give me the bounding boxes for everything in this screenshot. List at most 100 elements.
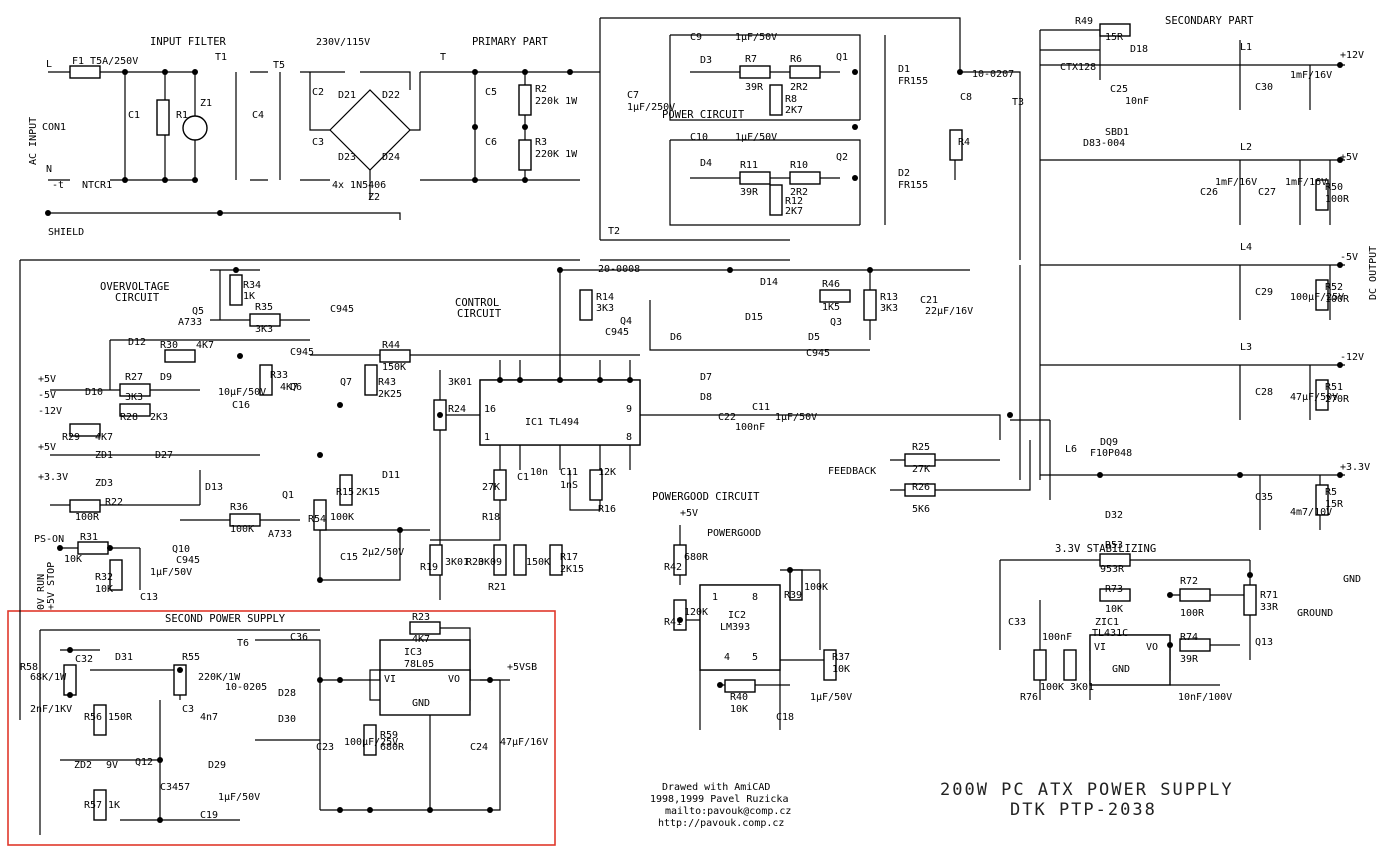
lbl-z2: Z2: [368, 192, 380, 203]
lbl-r35: R35: [255, 302, 273, 313]
lbl-r17v: 2K15: [560, 564, 584, 575]
lbl-r28v: 2K3: [150, 412, 168, 423]
lbl-r21: R21: [488, 582, 506, 593]
lbl-r43v: 2K25: [378, 389, 402, 400]
lbl-c25v: 10nF: [1125, 96, 1149, 107]
lbl-c21: C21: [920, 295, 938, 306]
lbl-ic3-vo: VO: [448, 674, 460, 685]
lbl-d23: D23: [338, 152, 356, 163]
lbl-d32: D32: [1105, 510, 1123, 521]
lbl-r18v: 27K: [482, 482, 500, 493]
lbl-r12: R12: [785, 196, 803, 207]
lbl-c6: C6: [485, 137, 497, 148]
lbl-q1b: Q1: [282, 490, 294, 501]
lbl-ic2: IC2: [728, 610, 746, 621]
lbl-zd3: ZD3: [95, 478, 113, 489]
lbl-c36: C36: [290, 632, 308, 643]
lbl-q2: Q2: [836, 152, 848, 163]
title-line-1: 200W PC ATX POWER SUPPLY: [940, 780, 1234, 800]
lbl-d1v: FR155: [898, 76, 928, 87]
out-minus5: -5V: [1340, 252, 1358, 263]
section-control-1: CONTROL: [455, 297, 499, 309]
lbl-f1: F1 T5A/250V: [72, 56, 138, 67]
lbl-r20: R20: [466, 557, 484, 568]
lbl-r13: R13: [880, 292, 898, 303]
lbl-c9v: 1µF/50V: [735, 32, 777, 43]
lbl-r36v: 100K: [230, 524, 254, 535]
lbl-t5: T5: [273, 60, 285, 71]
lbl-c9: C9: [690, 32, 702, 43]
lbl-r37v: 10K: [832, 664, 850, 675]
lbl-r50: R50: [1325, 182, 1343, 193]
components: [63, 23, 1329, 821]
lbl-c7v: 1µF/250V: [627, 102, 675, 113]
junctions: [45, 62, 1343, 823]
lbl-r37: R37: [832, 652, 850, 663]
lbl-r32: R32: [95, 572, 113, 583]
lbl-N: N: [46, 164, 52, 175]
lbl-c28: C28: [1255, 387, 1273, 398]
lbl-r7: R7: [745, 54, 757, 65]
lbl-c13v: 1µF/50V: [150, 567, 192, 578]
lbl-r51: R51: [1325, 382, 1343, 393]
lbl-c15: C15: [340, 552, 358, 563]
lbl-q10: Q10: [172, 544, 190, 555]
lbl-r36: R36: [230, 502, 248, 513]
lbl-d30: D30: [278, 714, 296, 725]
lbl-r14: R14: [596, 292, 614, 303]
lbl-c11bv: 1µF/50V: [775, 412, 817, 423]
lbl-r26: R26: [912, 482, 930, 493]
lbl-ic3-gnd: GND: [412, 698, 430, 709]
lbl-d15: D15: [745, 312, 763, 323]
lbl-r5: R5: [1325, 487, 1337, 498]
lbl-r73v: 10K: [1105, 604, 1123, 615]
lbl-L: L: [46, 59, 52, 70]
lbl-r23v: 4K7: [412, 634, 430, 645]
lbl-c945-a: C945: [330, 304, 354, 315]
lbl-pson: PS-ON: [34, 534, 64, 545]
lbl-r31: R31: [80, 532, 98, 543]
lbl-zd-p33: +3.3V: [38, 472, 68, 483]
lbl-r51v: 270R: [1325, 394, 1350, 405]
lbl-c11: C11: [560, 467, 578, 478]
lbl-ic2-pin5: 5: [752, 652, 758, 663]
lbl-d28: D28: [278, 688, 296, 699]
lbl-r23: R23: [412, 612, 430, 623]
lbl-r34: R34: [243, 280, 261, 291]
powergood-label: POWERGOOD: [707, 528, 761, 539]
lbl-d12: D12: [128, 337, 146, 348]
lbl-r2v: 220k 1W: [535, 96, 578, 107]
lbl-c24: C24: [470, 742, 488, 753]
lbl-r55v: 220K/1W: [198, 672, 241, 683]
lbl-r5v: 15R: [1325, 499, 1344, 510]
lbl-r44: R44: [382, 340, 400, 351]
lbl-zic1v: TL431C: [1092, 628, 1128, 639]
lbl-r53v: 953R: [1100, 564, 1125, 575]
ground-label: GROUND: [1297, 608, 1333, 619]
lbl-c3bv: 4n7: [200, 712, 218, 723]
lbl-t6: T6: [237, 638, 249, 649]
lbl-ntcr1: NTCR1: [82, 180, 112, 191]
lbl-c19: C19: [200, 810, 218, 821]
lbl-r76: R76: [1020, 692, 1038, 703]
lbl-r27: R27: [125, 372, 143, 383]
out-5vsb: +5VSB: [507, 662, 537, 673]
lbl-c13: C13: [140, 592, 158, 603]
lbl-r24v: 3K01: [448, 377, 472, 388]
lbl-c11b: C11: [752, 402, 770, 413]
lbl-bridge: 4x 1N5406: [332, 180, 386, 191]
lbl-r1: R1: [176, 110, 188, 121]
lbl-r40v: 10K: [730, 704, 748, 715]
lbl-r34v: 1K: [243, 291, 255, 302]
credit-4: http://pavouk.comp.cz: [658, 818, 784, 829]
lbl-q13: Q13: [1255, 637, 1273, 648]
lbl-c27: C27: [1258, 187, 1276, 198]
lbl-r8v: 2K7: [785, 105, 803, 116]
lbl-c18: C18: [776, 712, 794, 723]
lbl-q1: Q1: [836, 52, 848, 63]
lbl-q5: Q5: [192, 306, 204, 317]
lbl-zd1: ZD1: [95, 450, 113, 461]
lbl-r11: R11: [740, 160, 758, 171]
lbl-q1bv: A733: [268, 529, 292, 540]
